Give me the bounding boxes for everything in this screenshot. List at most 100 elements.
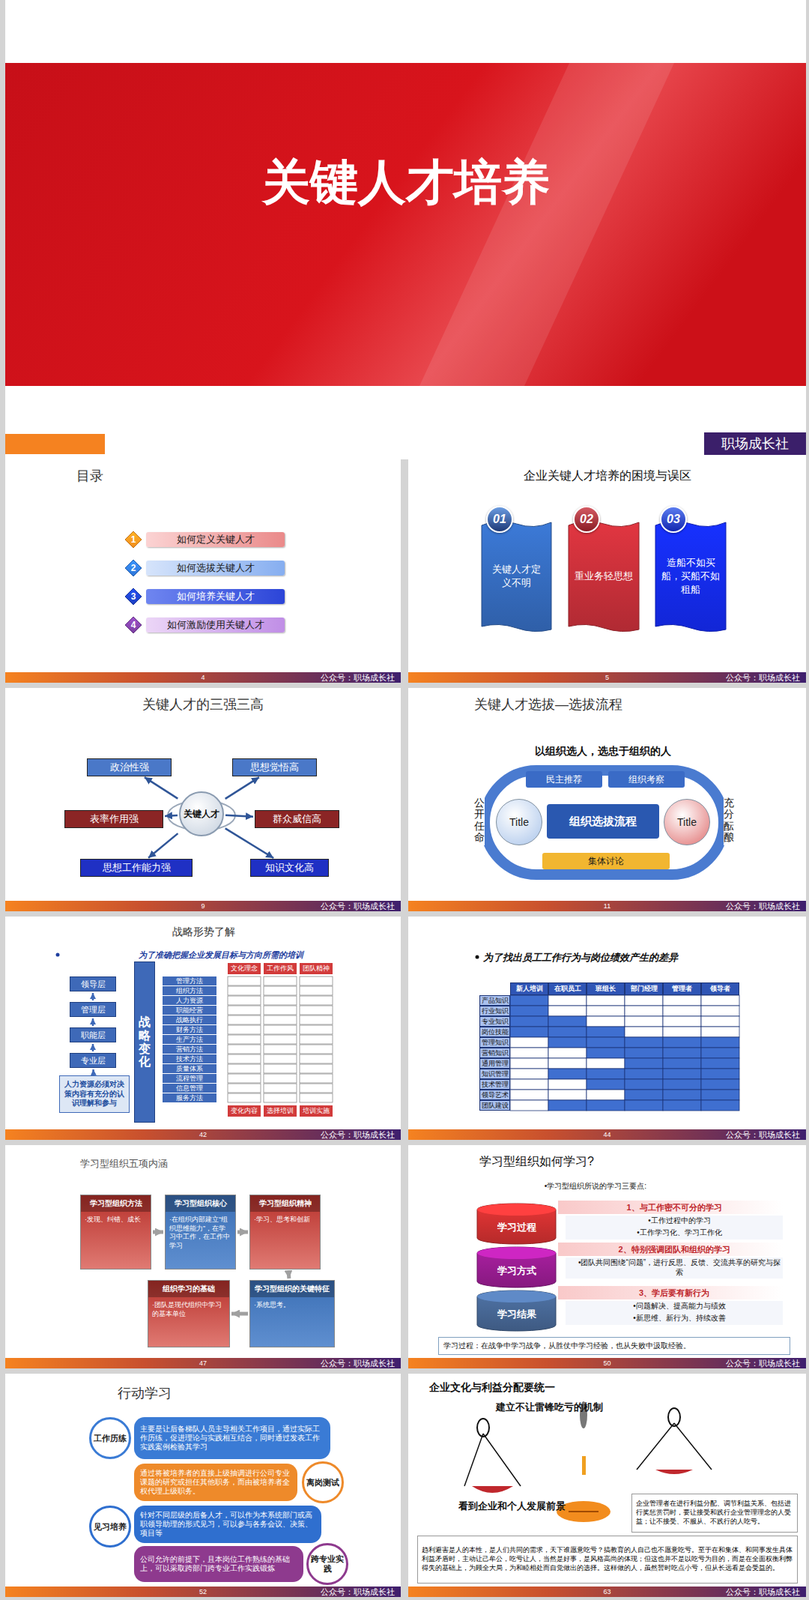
description-bubble: 主要是让后备梯队人员主导相关工作项目，通过实际工作历练，促进理论与实践相互结合，…	[134, 1416, 331, 1459]
note-text: •工作学习化、学习工作化	[574, 1226, 785, 1237]
diamond-outline	[125, 588, 142, 605]
number-diamond: 2	[125, 559, 142, 577]
node-text: 知识文化高	[265, 860, 314, 875]
slide-panel: 目录1如何定义关键人才2如何选拔关键人才3如何培养关键人才4如何激励使用关键人才…	[5, 459, 401, 683]
node-text: 4	[131, 619, 137, 630]
slide-heading: 学习型组织如何学习?	[479, 1153, 780, 1170]
table-cell	[510, 1005, 549, 1016]
body-text: ·在组织内部建立“组织思维能力”，在学习中工作，在工作中学习	[165, 1211, 236, 1254]
grid-cell	[299, 1024, 333, 1034]
menu-bar: 如何培养关键人才	[146, 588, 285, 604]
header-cell: 团队精神	[299, 962, 333, 974]
grid-cell	[227, 1063, 261, 1073]
banner-card: 关键人才定义不明01	[481, 517, 552, 634]
title-band	[5, 62, 807, 386]
slide-ground	[5, 1373, 401, 1597]
arrow-connector	[231, 1311, 248, 1316]
header-cell: 变化内容	[227, 1104, 261, 1117]
note-text: •问题解决、提高能力与绩效	[574, 1300, 785, 1311]
diamond-outline	[125, 616, 142, 633]
table-cell	[510, 1057, 549, 1069]
arrow-connector	[144, 776, 178, 799]
body-text: ·团队是现代组织中学习的基本单位	[148, 1296, 230, 1322]
header-cell: 培训实施	[299, 1104, 333, 1117]
node-text: 主要是让后备梯队人员主导相关工作项目，通过实际工作历练，促进理论与实践相互结合，…	[140, 1423, 325, 1451]
grid-cell	[263, 1053, 297, 1063]
slide-ground	[5, 687, 401, 911]
table-cell	[701, 1015, 740, 1027]
slide-panel: 行动学习工作历练主要是让后备梯队人员主导相关工作项目，通过实际工作历练，促进理论…	[5, 1373, 401, 1597]
row-header: 领导艺术	[479, 1089, 511, 1100]
grid-cell	[227, 1024, 261, 1034]
arrow-connector	[237, 1229, 248, 1234]
banner-outline	[568, 520, 639, 631]
node-text: 针对不同层级的后备人才，可以作为本系统部门或高职领导助理的形式见习，可以参与各务…	[140, 1510, 316, 1538]
title-circle: Title	[663, 798, 711, 845]
grid-cell	[227, 1092, 261, 1102]
vertical-label: 公开任命	[474, 795, 485, 845]
table-cell	[510, 1068, 549, 1079]
footer-bar	[408, 671, 807, 683]
table-cell	[548, 1057, 587, 1069]
node-text: 思想觉悟高	[250, 760, 299, 774]
row-header: 行业知识	[479, 1005, 511, 1016]
table-cell	[662, 1078, 702, 1090]
footer-text: 公众号：职场成长社	[408, 1128, 807, 1140]
menu-bar: 如何激励使用关键人才	[146, 617, 285, 633]
table-cell	[624, 994, 663, 1006]
slide-panel: 为了找出员工工作行为与岗位绩效产生的差异新人培训在职员工班组长部门经理管理者领导…	[408, 916, 807, 1140]
scale-strings	[636, 1422, 712, 1469]
table-cell	[548, 1047, 587, 1058]
node-text: 学习型组织方法	[80, 1194, 151, 1212]
row-header: 营销知识	[479, 1047, 511, 1058]
footer-bar	[5, 1128, 401, 1140]
cyl-outline	[477, 1246, 556, 1287]
table-cell	[510, 1089, 549, 1100]
table-cell	[701, 1078, 740, 1090]
node-text: 学习结果	[497, 1307, 537, 1321]
grid-cell	[299, 1083, 333, 1093]
row-header: 岗位技能	[479, 1026, 511, 1037]
quote-box: 学习过程：在战争中学习战争，从胜仗中学习经验，也从失败中汲取经验。	[438, 1336, 791, 1355]
node-text: 学习过程	[497, 1220, 537, 1234]
table-cell	[701, 1026, 740, 1037]
body-text: ·学习、思考和创新	[250, 1211, 320, 1228]
number-circle: 02	[573, 505, 601, 533]
grid-cell	[299, 995, 333, 1005]
slide-ground	[5, 0, 807, 460]
list-cell: 技术方法	[162, 1053, 217, 1063]
grid-cell	[299, 1044, 333, 1054]
list-cell: 服务方法	[162, 1092, 217, 1102]
quality-box: 政治性强	[86, 758, 172, 777]
quality-box: 群众威信高	[254, 809, 340, 828]
slide-panel: 企业关键人才培养的困境与误区关键人才定义不明01重业务轻思想02造船不如买船，买…	[408, 459, 807, 683]
number-diamond: 3	[125, 588, 142, 605]
point-heading: 1、与工作密不可分的学习	[561, 1201, 787, 1213]
slide-heading: 目录	[76, 466, 227, 485]
caption-text: 建立不让雷锋吃亏的机制	[436, 1400, 662, 1414]
node-text: 如何选拔关键人才	[176, 561, 255, 575]
slide-group	[5, 1144, 401, 1368]
node-text: 3	[131, 591, 137, 602]
note-text: •新思维、新行为、持续改善	[574, 1312, 785, 1323]
table-cell	[548, 1005, 587, 1016]
table-cell	[510, 994, 549, 1006]
node-text: Title	[509, 815, 529, 828]
ring-track	[484, 770, 724, 875]
slide-group	[408, 687, 807, 911]
banner-shape	[481, 517, 552, 634]
arrow-connector	[92, 1043, 95, 1051]
table-header: 管理者	[662, 982, 702, 995]
slide-panel: 学习型组织如何学习?学习过程学习方式学习结果学习过程：在战争中学习战争，从胜仗中…	[408, 1144, 807, 1368]
grid-cell	[227, 976, 261, 986]
footer-text: 公众号：职场成长社	[408, 1585, 807, 1597]
table-cell	[662, 1089, 702, 1100]
table-cell	[624, 1026, 663, 1037]
band-streak	[419, 62, 675, 386]
method-circle: 离岗测试	[301, 1460, 344, 1503]
node-text: 如何定义关键人才	[176, 532, 255, 547]
slide-group	[5, 1373, 401, 1597]
scale-bowl	[471, 1485, 514, 1493]
arrow-connector	[92, 992, 95, 1001]
vertical-label: 充分酝酿	[723, 795, 735, 845]
